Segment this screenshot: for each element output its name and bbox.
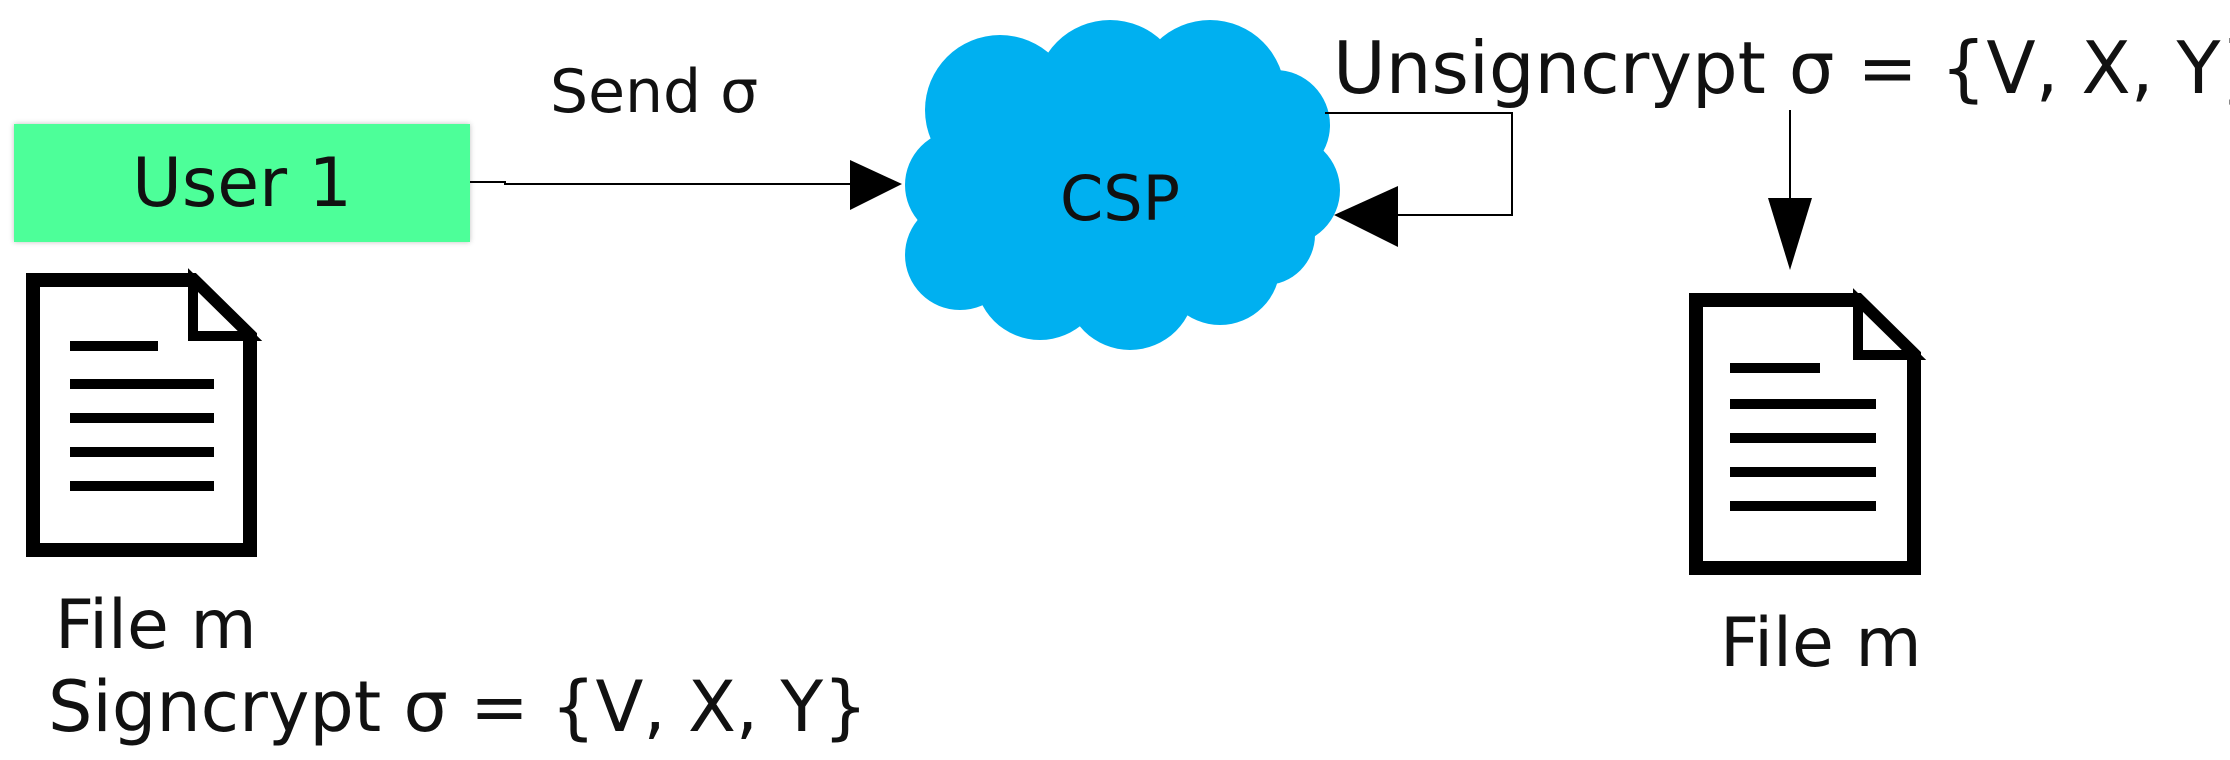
send-label: Send σ	[550, 57, 759, 127]
send-arrow	[470, 160, 902, 210]
csp-cloud	[905, 20, 1340, 350]
unsigncrypt-label: Unsigncrypt σ = {V, X, Y}	[1333, 26, 2230, 110]
signcrypt-label: Signcrypt σ = {V, X, Y}	[48, 666, 868, 748]
user-1-label: User 1	[132, 143, 352, 223]
user-1-box: User 1	[14, 124, 470, 242]
down-arrow	[1768, 110, 1812, 270]
self-loop-arrow	[1325, 112, 1513, 247]
document-icon	[1689, 288, 1927, 575]
left-file-label: File m	[55, 586, 257, 665]
right-file-label: File m	[1720, 604, 1922, 683]
document-icon	[26, 268, 263, 557]
csp-label: CSP	[1060, 162, 1181, 235]
